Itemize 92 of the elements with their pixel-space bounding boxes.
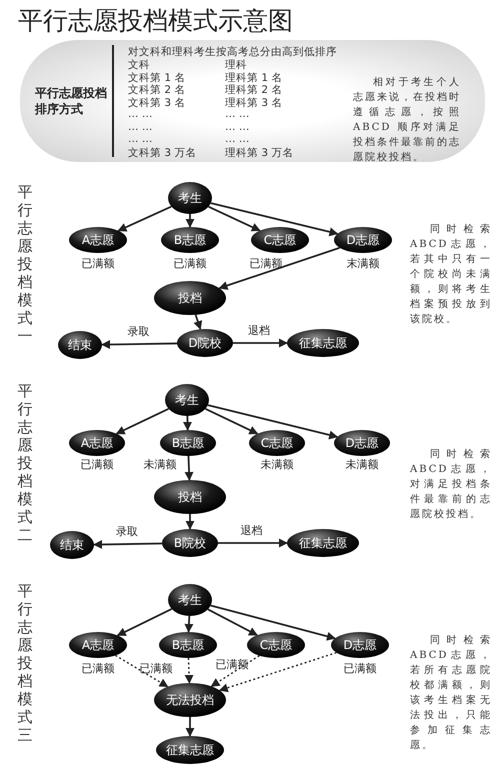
description-text: 同时检索ABCD志愿，对满足投档条件最靠前的志愿院校投档。 bbox=[410, 448, 492, 522]
dotted-arrow bbox=[210, 655, 260, 687]
table-cell: … … bbox=[225, 133, 250, 145]
table-cell: 文科第 3 万名 bbox=[128, 146, 196, 160]
mode-title: 平行志愿投档模式三 bbox=[17, 582, 33, 744]
edge-label: 录取 bbox=[114, 524, 140, 540]
table-cell: … … bbox=[225, 108, 250, 120]
arrow bbox=[116, 608, 172, 636]
arrow bbox=[186, 214, 194, 228]
table-cell: … … bbox=[128, 133, 152, 145]
arrow bbox=[184, 616, 194, 633]
status-label: 已满额 bbox=[80, 256, 116, 271]
description-text: 同时检索ABCD志愿，若其中只有一个院校尚未满额，则将考生档案预投放到该院校。 bbox=[410, 222, 492, 327]
table-cell: … … bbox=[225, 120, 250, 132]
mode-title: 平行志愿投档模式二 bbox=[17, 382, 33, 544]
table-cell: 文科第 3 名 bbox=[128, 96, 186, 110]
arrow bbox=[118, 206, 172, 232]
ellipse-node: B志愿 bbox=[161, 227, 219, 253]
table-cell: 理科第 1 名 bbox=[225, 70, 282, 84]
status-label: 已满额 bbox=[80, 661, 116, 676]
arrow bbox=[183, 416, 192, 431]
ellipse-node: D志愿 bbox=[334, 227, 392, 253]
band-heading: 平行志愿投档排序方式 bbox=[35, 85, 107, 117]
ellipse-node: 征集志愿 bbox=[287, 529, 359, 557]
ellipse-node: 投档 bbox=[154, 281, 226, 315]
arrow bbox=[218, 246, 340, 290]
table-cell: 理科第 3 名 bbox=[225, 96, 282, 110]
ellipse-node: A志愿 bbox=[69, 430, 125, 456]
arrow bbox=[210, 604, 336, 641]
arrow bbox=[208, 404, 338, 440]
status-label: 未满额 bbox=[344, 457, 380, 472]
table-cell: 理科第 3 万名 bbox=[225, 146, 294, 160]
ellipse-node: 考生 bbox=[168, 584, 212, 616]
ellipse-node: B志愿 bbox=[159, 632, 217, 658]
status-label: 已满额 bbox=[214, 657, 250, 672]
ellipse-node: 征集志愿 bbox=[287, 329, 359, 357]
status-label: 未满额 bbox=[260, 457, 294, 472]
ellipse-node: 投档 bbox=[154, 480, 226, 514]
ellipse-node: 无法投档 bbox=[154, 683, 226, 717]
mode-title: 平行志愿投档模式一 bbox=[17, 183, 33, 345]
ellipse-node: D志愿 bbox=[331, 632, 389, 658]
ellipse-node: 考生 bbox=[168, 182, 212, 214]
status-label: 未满额 bbox=[142, 457, 178, 472]
ellipse-node: C志愿 bbox=[249, 430, 305, 456]
ellipse-node: C志愿 bbox=[247, 632, 305, 658]
status-label: 已满额 bbox=[248, 256, 284, 271]
description-text: 相对于考生个人志愿来说，在投档时遵循志愿，按照 ABCD 顺序对满足投档条件最靠前的志愿院校投档。 bbox=[353, 76, 461, 165]
ellipse-node: 结束 bbox=[58, 331, 102, 359]
ellipse-node: A志愿 bbox=[69, 632, 127, 658]
arrow bbox=[101, 340, 178, 350]
status-label: 末满额 bbox=[346, 256, 380, 271]
ellipse-node: A志愿 bbox=[69, 227, 127, 253]
edge-label: 退档 bbox=[246, 323, 272, 338]
table-cell: … … bbox=[128, 108, 152, 120]
ellipse-node: B院校 bbox=[162, 529, 218, 557]
arrow bbox=[208, 206, 261, 232]
title: 平行志愿投档模式示意图 bbox=[18, 5, 293, 37]
table-caption: 对文科和理科考生按高考总分由高到低排序 bbox=[128, 45, 337, 59]
dotted-arrow bbox=[218, 652, 337, 692]
arrow bbox=[207, 608, 258, 636]
table-cell-text: 文科第 1 名 bbox=[128, 70, 186, 84]
table-cell: 理科第 2 名 bbox=[225, 83, 282, 97]
table-cell: 理科 bbox=[225, 58, 247, 72]
table-cell: 文科第 2 名 bbox=[128, 83, 186, 97]
arrow bbox=[205, 408, 258, 434]
ellipse-node: 考生 bbox=[165, 384, 209, 416]
ellipse-node: B志愿 bbox=[160, 430, 216, 456]
dotted-arrow bbox=[115, 654, 168, 688]
ellipse-node: D志愿 bbox=[334, 430, 390, 456]
edge-label: 录取 bbox=[126, 324, 152, 340]
table-cell: 文科 bbox=[128, 58, 150, 72]
description-text: 同时检索ABCD志愿，若所有志愿院校都满额，则该考生档案无法投出，只能参加征集志愿。 bbox=[410, 634, 492, 753]
ellipse-node: C志愿 bbox=[251, 227, 309, 253]
status-label: 已满额 bbox=[342, 661, 378, 676]
arrow bbox=[186, 514, 194, 530]
dotted-arrow bbox=[184, 658, 194, 684]
arrow bbox=[194, 314, 202, 330]
arrow bbox=[116, 408, 169, 434]
arrow bbox=[93, 540, 162, 549]
status-label: 已满额 bbox=[172, 256, 208, 271]
status-label: 已满额 bbox=[80, 457, 114, 472]
ellipse-node: 征集志愿 bbox=[156, 736, 224, 764]
status-label: 已满额 bbox=[138, 661, 174, 676]
arrow bbox=[233, 338, 288, 348]
edge-label: 退档 bbox=[238, 523, 264, 538]
arrow bbox=[184, 456, 194, 481]
ellipse-node: D院校 bbox=[177, 329, 233, 357]
arrow bbox=[186, 717, 194, 737]
arrow bbox=[218, 538, 288, 548]
ellipse-node: 结束 bbox=[50, 531, 94, 559]
table-cell: … … bbox=[128, 120, 152, 132]
arrow bbox=[210, 202, 338, 236]
